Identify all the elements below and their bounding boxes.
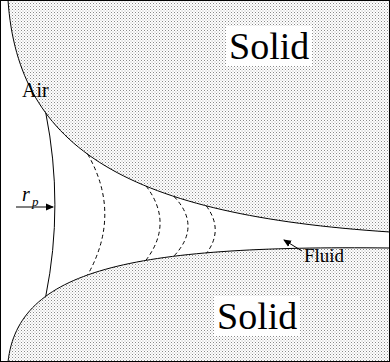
meniscus-positions (88, 154, 216, 275)
meniscus (46, 113, 55, 296)
leader-line (284, 240, 302, 251)
upper-surface (8, 0, 390, 232)
region-label: Air (22, 80, 49, 100)
radius-symbol: r (22, 184, 30, 204)
radius-subscript: p (32, 195, 39, 208)
fluid-label: Fluid (304, 246, 344, 265)
upper-solid (0, 0, 390, 232)
solid-label: Solid (226, 26, 312, 66)
solid-label: Solid (214, 296, 300, 336)
